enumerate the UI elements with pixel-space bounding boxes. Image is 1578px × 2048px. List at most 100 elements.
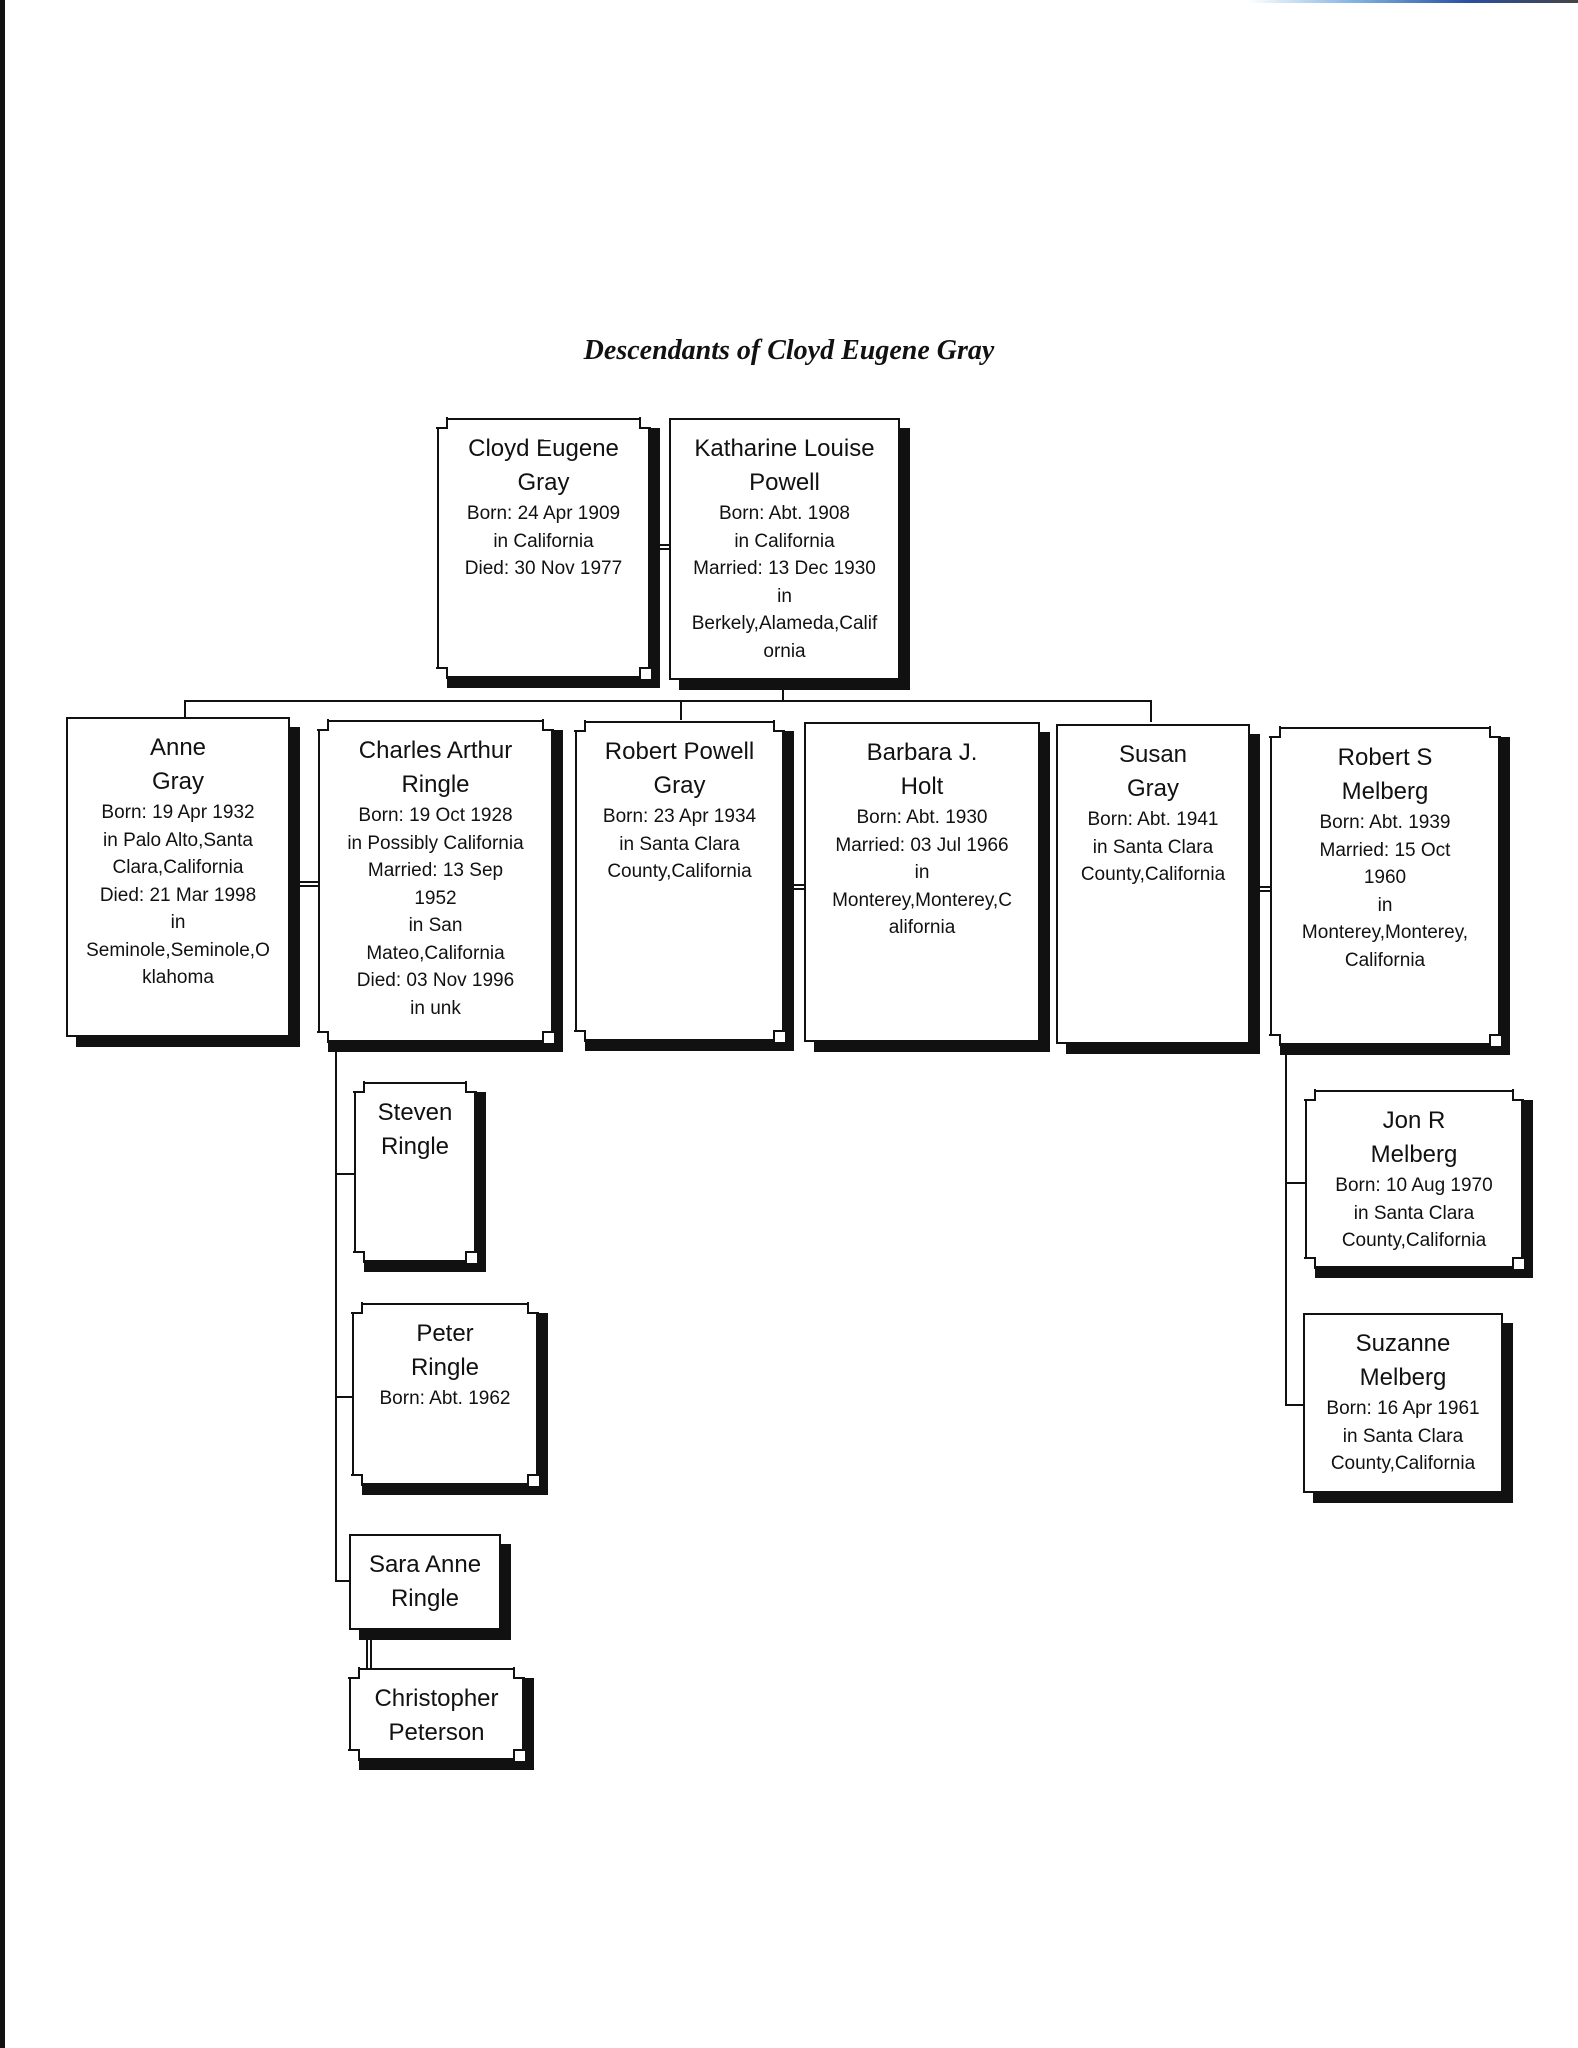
notched-corner: [1269, 726, 1281, 738]
person-detail: in Santa Clara: [619, 833, 740, 855]
person-name: Anne: [149, 734, 207, 761]
person-detail: Born: 10 Aug 1970: [1335, 1175, 1493, 1196]
person-detail: alifornia: [888, 917, 956, 938]
connector-line: [184, 700, 1152, 702]
notched-corner: [773, 720, 785, 732]
connector-line: [184, 700, 186, 718]
person-detail: County,California: [1330, 1453, 1476, 1474]
person-name: Holt: [900, 773, 944, 800]
connector-line: [1285, 1045, 1287, 1405]
scan-artifact: [1248, 0, 1578, 3]
person-detail: County,California: [1341, 1230, 1487, 1251]
person-detail: Born: Abt. 1908: [719, 503, 850, 524]
connector-line: [335, 1396, 353, 1398]
notched-corner: [1489, 726, 1501, 738]
notched-corner: [1304, 1089, 1316, 1101]
connector-line: [782, 680, 784, 702]
notched-corner: [353, 1251, 365, 1263]
person-detail: Died: 21 Mar 1998: [99, 884, 257, 906]
person-detail: Monterey,Monterey,: [1301, 922, 1469, 943]
person-detail: in California: [493, 530, 594, 552]
person-name: Gray: [151, 768, 204, 795]
connector-line: [1285, 1182, 1307, 1184]
notched-corner: [542, 1031, 554, 1043]
person-detail: in Santa Clara: [1353, 1202, 1475, 1224]
person-detail: County,California: [607, 861, 752, 882]
person-name: Melberg: [1370, 1141, 1458, 1168]
notched-corner: [436, 417, 448, 429]
person-detail: Born: Abt. 1941: [1087, 809, 1219, 830]
notched-corner: [574, 720, 586, 732]
person-name: Suzanne: [1355, 1330, 1451, 1357]
notched-corner: [465, 1081, 477, 1093]
person-detail: Born: Abt. 1962: [379, 1388, 511, 1409]
person-name: Ringle: [410, 1354, 480, 1381]
person-name: Ringle: [401, 771, 470, 798]
notched-corner: [1269, 1034, 1281, 1046]
connector-line: [335, 1580, 351, 1582]
person-name: Ringle: [380, 1133, 450, 1160]
person-name: Peterson: [388, 1719, 485, 1746]
connector-line: [1285, 1404, 1305, 1406]
connector-line: [335, 1042, 337, 1582]
person-detail: County,California: [1080, 864, 1226, 885]
person-detail: Monterey,Monterey,C: [832, 889, 1012, 911]
person-name: Christopher: [374, 1685, 499, 1712]
person-detail: Born: 16 Apr 1961: [1326, 1398, 1480, 1419]
person-detail: in: [914, 862, 930, 883]
notched-corner: [436, 667, 448, 679]
person-name: Ringle: [390, 1585, 460, 1612]
person-name: Katharine Louise: [694, 435, 875, 462]
person-detail: Born: 19 Oct 1928: [358, 805, 513, 826]
person-detail: klahoma: [142, 967, 214, 988]
person-name: Robert S: [1337, 744, 1433, 771]
person-detail: in: [777, 585, 792, 607]
person-name: Cloyd Eugene: [468, 435, 619, 462]
notched-corner: [513, 1749, 525, 1761]
notched-corner: [513, 1667, 525, 1679]
person-name: Sara Anne: [368, 1551, 482, 1578]
person-detail: California: [1344, 949, 1426, 971]
notched-corner: [1304, 1257, 1316, 1269]
person-detail: in unk: [410, 997, 461, 1019]
person-name: Robert Powell: [604, 738, 755, 765]
person-name: Gray: [1126, 775, 1179, 802]
person-detail: in Palo Alto,Santa: [103, 829, 253, 851]
notched-corner: [465, 1251, 477, 1263]
notched-corner: [639, 417, 651, 429]
chart-title: Descendants of Cloyd Eugene Gray: [583, 335, 995, 366]
person-detail: Died: 03 Nov 1996: [356, 970, 515, 991]
person-detail: in Possibly California: [347, 832, 524, 854]
person-name: Peter: [416, 1320, 474, 1347]
marriage-connector: [784, 884, 804, 890]
person-name: Susan: [1118, 741, 1188, 768]
marriage-connector: [1250, 886, 1270, 892]
person-detail: Married: 13 Dec 1930: [693, 558, 876, 579]
person-detail: Born: 23 Apr 1934: [602, 806, 757, 827]
person-name: Melberg: [1341, 778, 1429, 805]
notched-corner: [351, 1302, 363, 1314]
connector-line: [335, 1173, 355, 1175]
connector-line: [680, 700, 682, 720]
notched-corner: [527, 1302, 539, 1314]
notched-corner: [527, 1474, 539, 1486]
notched-corner: [1489, 1034, 1501, 1046]
notched-corner: [353, 1081, 365, 1093]
person-detail: in Santa Clara: [1092, 836, 1214, 858]
marriage-connector: [366, 1630, 372, 1670]
notched-corner: [542, 719, 554, 731]
person-detail: Born: Abt. 1930: [856, 807, 988, 828]
notched-corner: [773, 1030, 785, 1042]
notched-corner: [351, 1474, 363, 1486]
person-detail: Mateo,California: [366, 942, 505, 964]
person-detail: in: [170, 912, 186, 933]
